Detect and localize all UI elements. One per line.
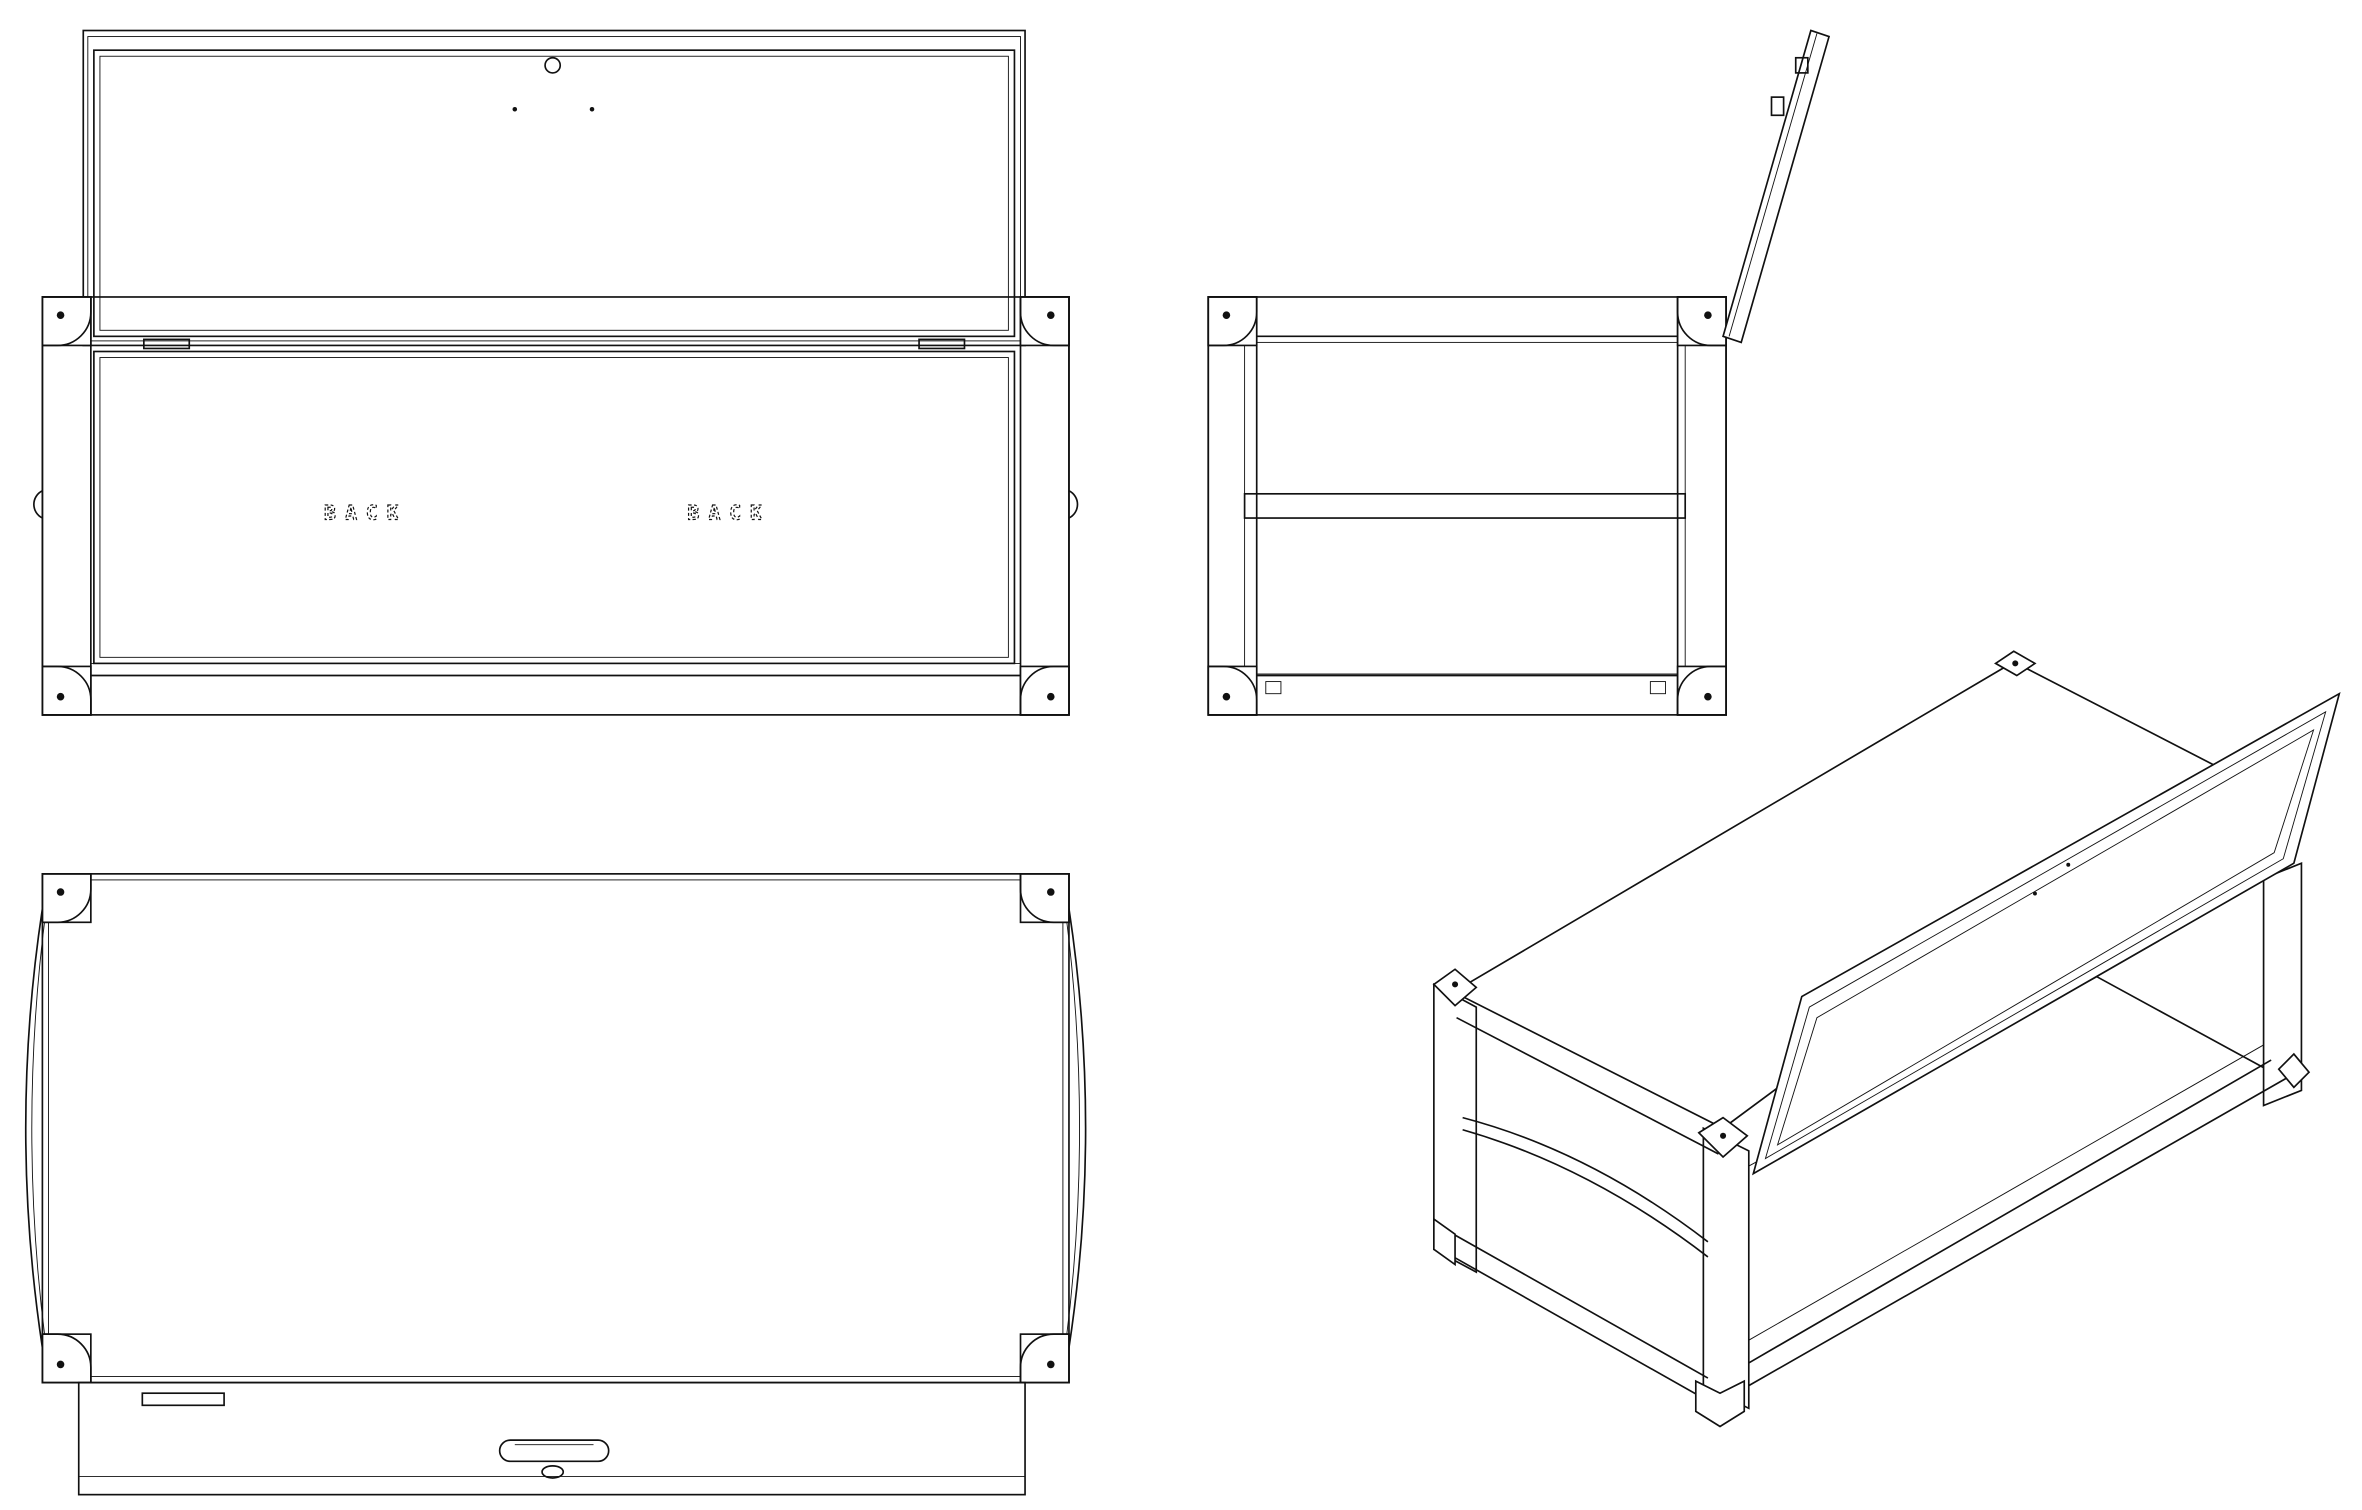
lid-panel bbox=[82, 29, 1026, 350]
box-body: BACK BACK bbox=[33, 296, 1079, 716]
lock-icon bbox=[544, 56, 562, 74]
front-panel bbox=[77, 1381, 1026, 1496]
hinge bbox=[143, 338, 191, 350]
side-handle bbox=[33, 490, 43, 519]
top-view bbox=[24, 873, 1087, 1496]
hinge bbox=[918, 338, 966, 350]
front-view-open-lid: BACK BACK bbox=[33, 29, 1079, 716]
lid-side-open bbox=[1722, 29, 1831, 344]
stencil-label-left: BACK bbox=[324, 502, 408, 525]
side-view bbox=[1207, 29, 1831, 716]
isometric-lid bbox=[1751, 691, 2341, 1176]
label-plate bbox=[141, 1392, 225, 1407]
stencil-label-right: BACK bbox=[687, 502, 771, 525]
middle-rail bbox=[1243, 492, 1687, 519]
isometric-view bbox=[1432, 650, 2341, 1428]
side-handle bbox=[1068, 490, 1079, 519]
front-handle bbox=[498, 1439, 610, 1479]
